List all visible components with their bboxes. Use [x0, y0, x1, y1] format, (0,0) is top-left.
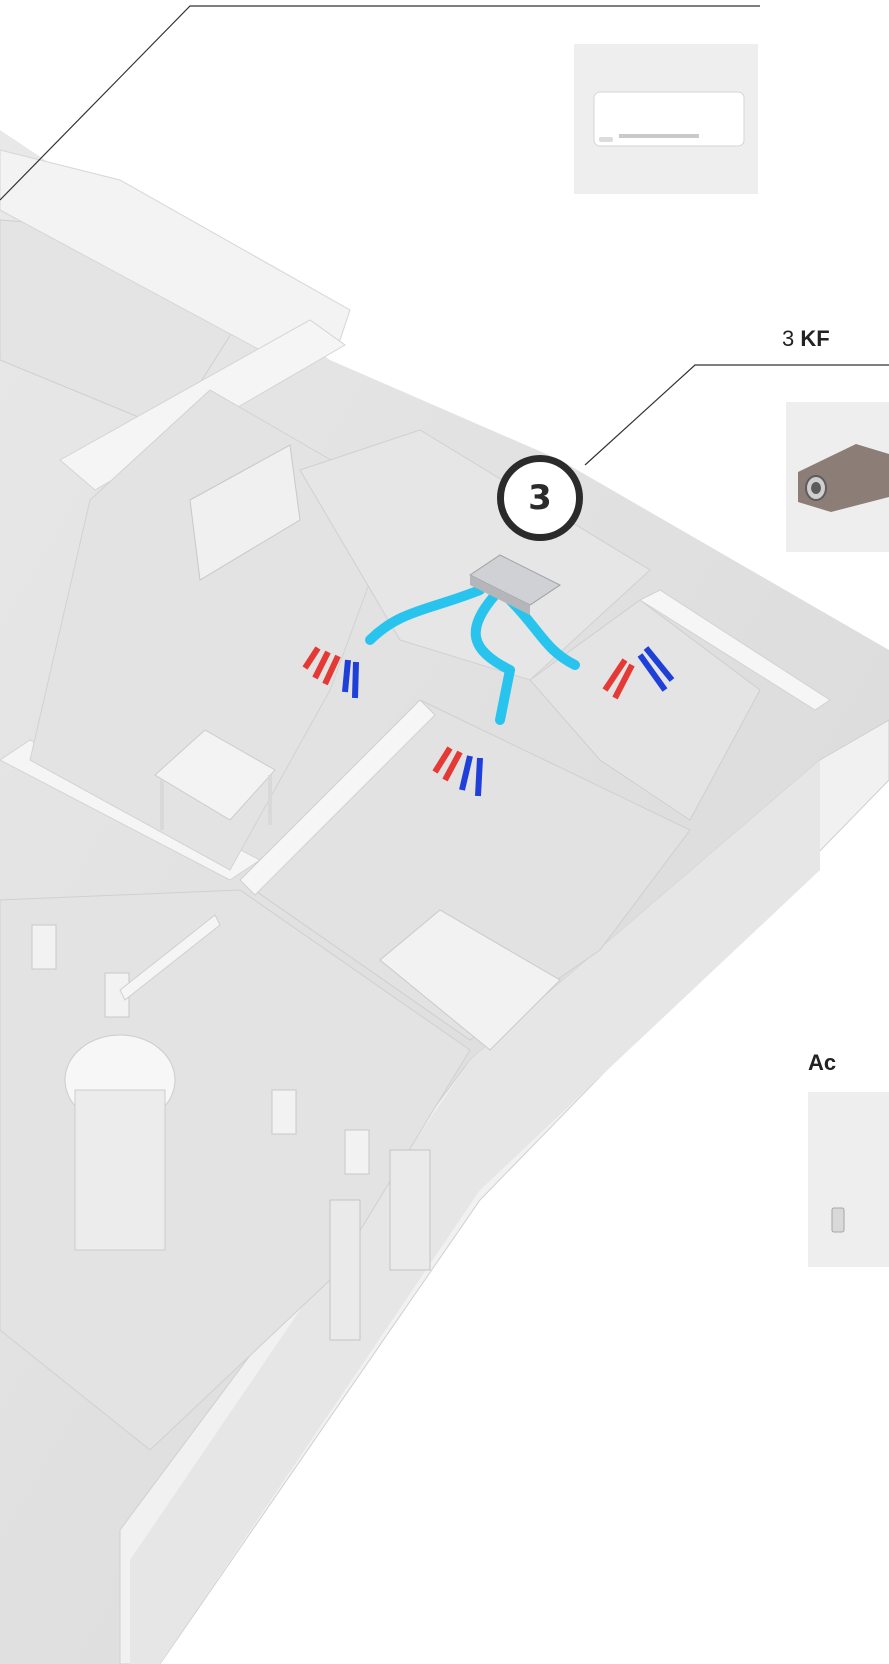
revolving-door-body: [75, 1090, 165, 1250]
front-window: [330, 1200, 360, 1340]
kf-bold: KF: [800, 326, 829, 351]
kiosk: [272, 1090, 296, 1134]
kiosk: [345, 1130, 369, 1174]
product-label-ac: Ac: [808, 1050, 836, 1076]
callout-badge-3: 3: [497, 455, 583, 541]
product-thumbnail-small-unit: [808, 1092, 889, 1267]
wall-mounted-ac-icon: [574, 44, 758, 194]
kiosk: [32, 925, 56, 969]
product-thumbnail-wall-unit: [574, 44, 758, 194]
front-window: [390, 1150, 430, 1270]
ac-partial-label: Ac: [808, 1050, 836, 1075]
badge-number: 3: [528, 478, 552, 518]
product-label-kf: 3 KF: [782, 326, 830, 352]
product-thumbnail-recovery-unit: [786, 402, 889, 552]
kf-prefix: 3: [782, 326, 794, 351]
heat-recovery-unit-icon: [786, 402, 889, 552]
small-vent-unit-icon: [808, 1092, 889, 1267]
